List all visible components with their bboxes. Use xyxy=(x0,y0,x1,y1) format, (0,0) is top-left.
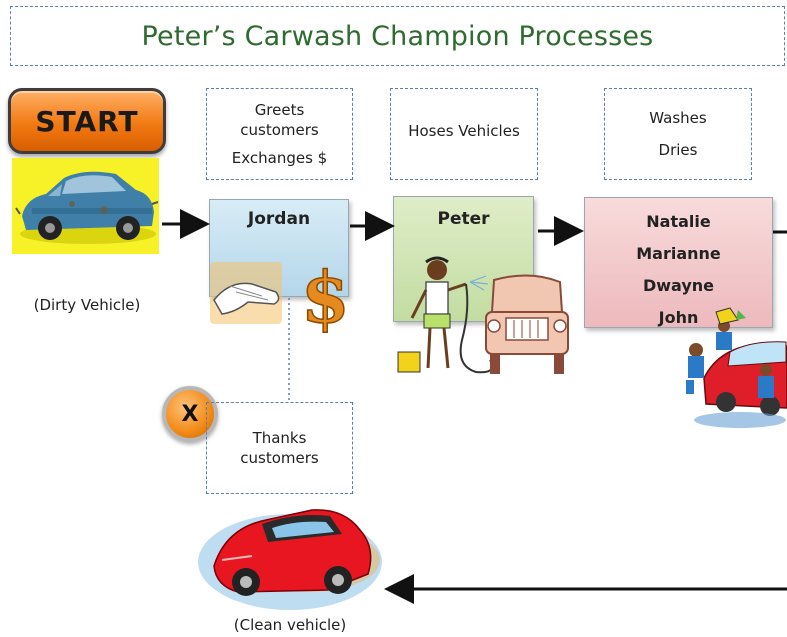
task-dries: Dries xyxy=(658,141,698,159)
close-x-button[interactable]: X xyxy=(162,386,218,442)
crew-card: Natalie Marianne Dwayne John xyxy=(584,197,773,328)
task-washes: Washes xyxy=(649,109,707,127)
page-title-text: Peter’s Carwash Champion Processes xyxy=(141,20,654,52)
jordan-name: Jordan xyxy=(247,209,311,229)
crew-tasks-box: Washes Dries xyxy=(604,88,752,180)
peter-hose-illustration xyxy=(397,256,494,374)
peter-tasks-box: Hoses Vehicles xyxy=(390,88,538,180)
task-exchanges-money: Exchanges $ xyxy=(231,149,328,167)
start-button[interactable]: START xyxy=(8,88,166,154)
close-x-label: X xyxy=(181,401,199,427)
task-greets-customers: Greets customers xyxy=(240,101,319,139)
svg-text:$: $ xyxy=(301,256,350,339)
dirty-car-illustration xyxy=(15,171,159,244)
dollar-sign-icon: $ xyxy=(300,255,350,340)
page-title: Peter’s Carwash Champion Processes xyxy=(10,6,785,66)
crew-name-dwayne: Dwayne xyxy=(642,276,715,295)
dirty-vehicle-image xyxy=(12,158,159,254)
crew-name-john: John xyxy=(658,308,699,327)
dirty-vehicle-label: (Dirty Vehicle) xyxy=(33,296,141,314)
clean-vehicle-label: (Clean vehicle) xyxy=(233,616,347,634)
crew-name-marianne: Marianne xyxy=(636,244,721,263)
task-hoses-vehicles: Hoses Vehicles xyxy=(408,122,520,140)
thanks-box: Thanks customers xyxy=(206,402,353,494)
clean-car-illustration xyxy=(198,509,382,610)
peter-name: Peter xyxy=(437,209,490,229)
handshake-icon xyxy=(210,262,282,324)
task-thanks-customers: Thanks customers xyxy=(240,429,319,467)
truck-icon xyxy=(485,274,569,374)
start-button-label: START xyxy=(35,104,139,138)
jordan-tasks-box: Greets customers Exchanges $ xyxy=(206,88,353,180)
crew-name-natalie: Natalie xyxy=(646,212,711,231)
car-wash-crew-illustration xyxy=(686,307,787,428)
